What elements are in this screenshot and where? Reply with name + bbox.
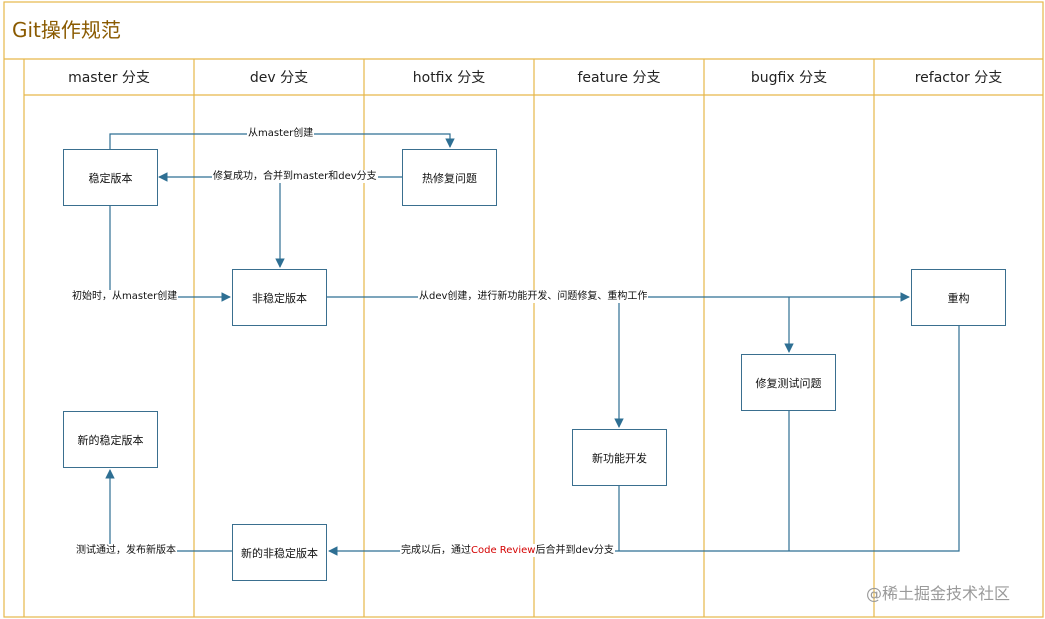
label-from-dev: 从dev创建，进行新功能开发、问题修复、重构工作 <box>418 290 649 303</box>
label-fix-merge: 修复成功，合并到master和dev分支 <box>212 170 378 183</box>
label-release: 测试通过，发布新版本 <box>75 544 177 557</box>
watermark: @稀土掘金技术社区 <box>866 584 1011 603</box>
lane-hotfix: hotfix 分支 <box>412 70 486 86</box>
label-done-merge-a: 完成以后，通过 <box>401 545 471 556</box>
swimlane-grid <box>3 1 1044 618</box>
lane-bugfix: bugfix 分支 <box>750 70 828 86</box>
page-title: Git操作规范 <box>12 18 121 42</box>
edge-release <box>105 469 232 552</box>
label-init: 初始时，从master创建 <box>71 290 179 303</box>
label-done-merge-b: 后合并到dev分支 <box>535 545 614 556</box>
node-bugfix[interactable]: 修复测试问题 <box>741 354 836 411</box>
label-code-review: Code Review <box>471 545 536 556</box>
node-new-stable[interactable]: 新的稳定版本 <box>63 411 158 468</box>
lane-refactor: refactor 分支 <box>914 70 1003 86</box>
lane-dev: dev 分支 <box>249 70 309 86</box>
lane-master: master 分支 <box>68 70 150 86</box>
label-from-master: 从master创建 <box>247 127 315 140</box>
label-done-merge: 完成以后，通过Code Review后合并到dev分支 <box>400 544 615 557</box>
node-feature[interactable]: 新功能开发 <box>572 429 667 486</box>
edge-stable-to-unstable <box>109 205 231 302</box>
node-stable[interactable]: 稳定版本 <box>63 149 158 206</box>
node-unstable[interactable]: 非稳定版本 <box>232 269 327 326</box>
node-hotfix[interactable]: 热修复问题 <box>402 149 497 206</box>
node-new-unstable[interactable]: 新的非稳定版本 <box>232 524 327 581</box>
node-refactor[interactable]: 重构 <box>911 269 1006 326</box>
lane-feature: feature 分支 <box>577 70 661 86</box>
